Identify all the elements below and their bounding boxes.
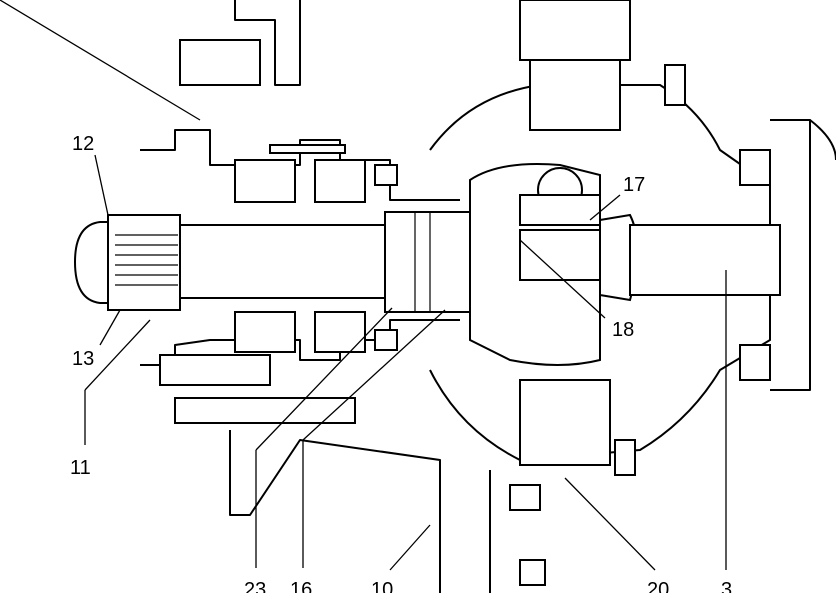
callout-10: 10: [371, 579, 393, 593]
callout-3: 3: [721, 579, 732, 593]
callout-18: 18: [612, 319, 634, 341]
callout-leaders: [0, 0, 727, 571]
differential-carrier: [429, 0, 836, 586]
callout-11: 11: [70, 457, 91, 479]
callout-13: 13: [72, 348, 94, 370]
callout-23: 23: [244, 579, 266, 593]
pinion-housing: [140, 0, 491, 593]
callout-16: 16: [290, 579, 312, 593]
callout-20: 20: [647, 579, 669, 593]
callout-17: 17: [623, 174, 645, 196]
pinion-shaft: [73, 211, 471, 313]
callout-12: 12: [72, 133, 94, 155]
